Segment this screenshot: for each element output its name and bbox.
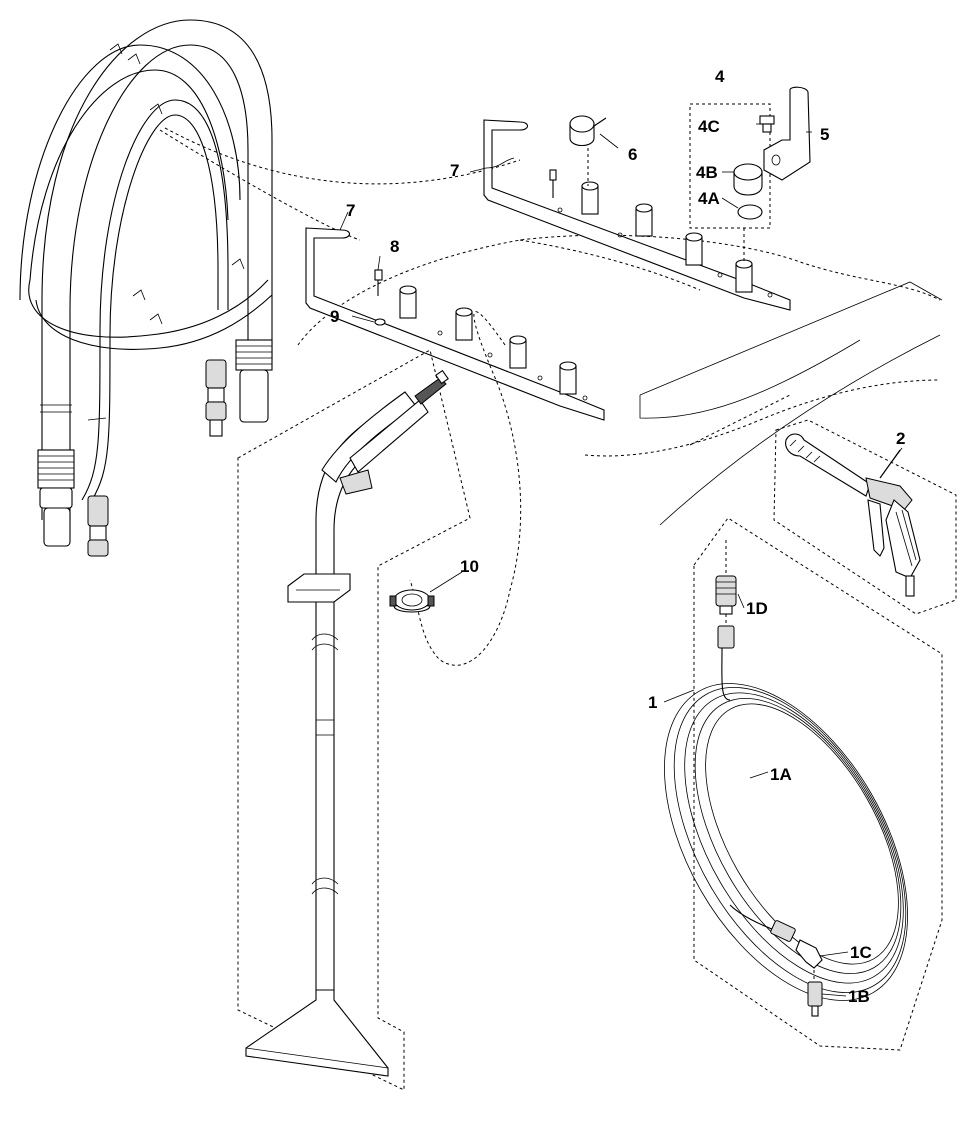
callout-4C: 4C: [698, 117, 720, 136]
bracket-lower: [305, 227, 605, 421]
pin-8: [374, 269, 383, 281]
washer-9: [374, 318, 386, 326]
callout-9: 9: [330, 307, 339, 326]
callout-1: 1: [648, 693, 657, 712]
peg: [685, 232, 703, 266]
callout-1A: 1A: [770, 765, 792, 784]
callout-7-upper: 7: [450, 161, 459, 180]
peg: [581, 181, 599, 215]
bracket-upper: [483, 119, 791, 311]
hose-assembly: [19, 19, 273, 557]
callout-1C: 1C: [850, 943, 872, 962]
holder-assembly-4: [689, 86, 811, 262]
peg: [559, 361, 577, 395]
callout-2: 2: [896, 429, 905, 448]
callout-5: 5: [820, 125, 829, 144]
callout-leaders: [339, 123, 903, 997]
leader-clamp-10: [409, 311, 522, 666]
hand-tool-2: [773, 419, 957, 615]
machine-outline: [297, 234, 943, 526]
callout-6: 6: [628, 145, 637, 164]
callout-4A: 4A: [698, 189, 720, 208]
callout-4: 4: [715, 67, 725, 86]
peg: [399, 285, 417, 319]
peg: [635, 203, 653, 237]
callout-1D: 1D: [746, 599, 768, 618]
peg: [735, 259, 753, 293]
hose-clamp-10: [389, 589, 435, 613]
solution-hose-1: [664, 517, 943, 1051]
callout-8: 8: [390, 237, 399, 256]
peg: [455, 307, 473, 341]
callout-1B: 1B: [848, 987, 870, 1006]
clamp-6: [569, 115, 607, 186]
callout-7-lower: 7: [346, 201, 355, 220]
wand: [237, 349, 471, 1091]
callout-labels: 4 4C 5 6 7 4B 4A 7 8 9 2 10 1D 1 1A 1C 1…: [330, 67, 905, 1006]
callout-4B: 4B: [696, 163, 718, 182]
callout-10: 10: [460, 557, 479, 576]
peg: [509, 335, 527, 369]
